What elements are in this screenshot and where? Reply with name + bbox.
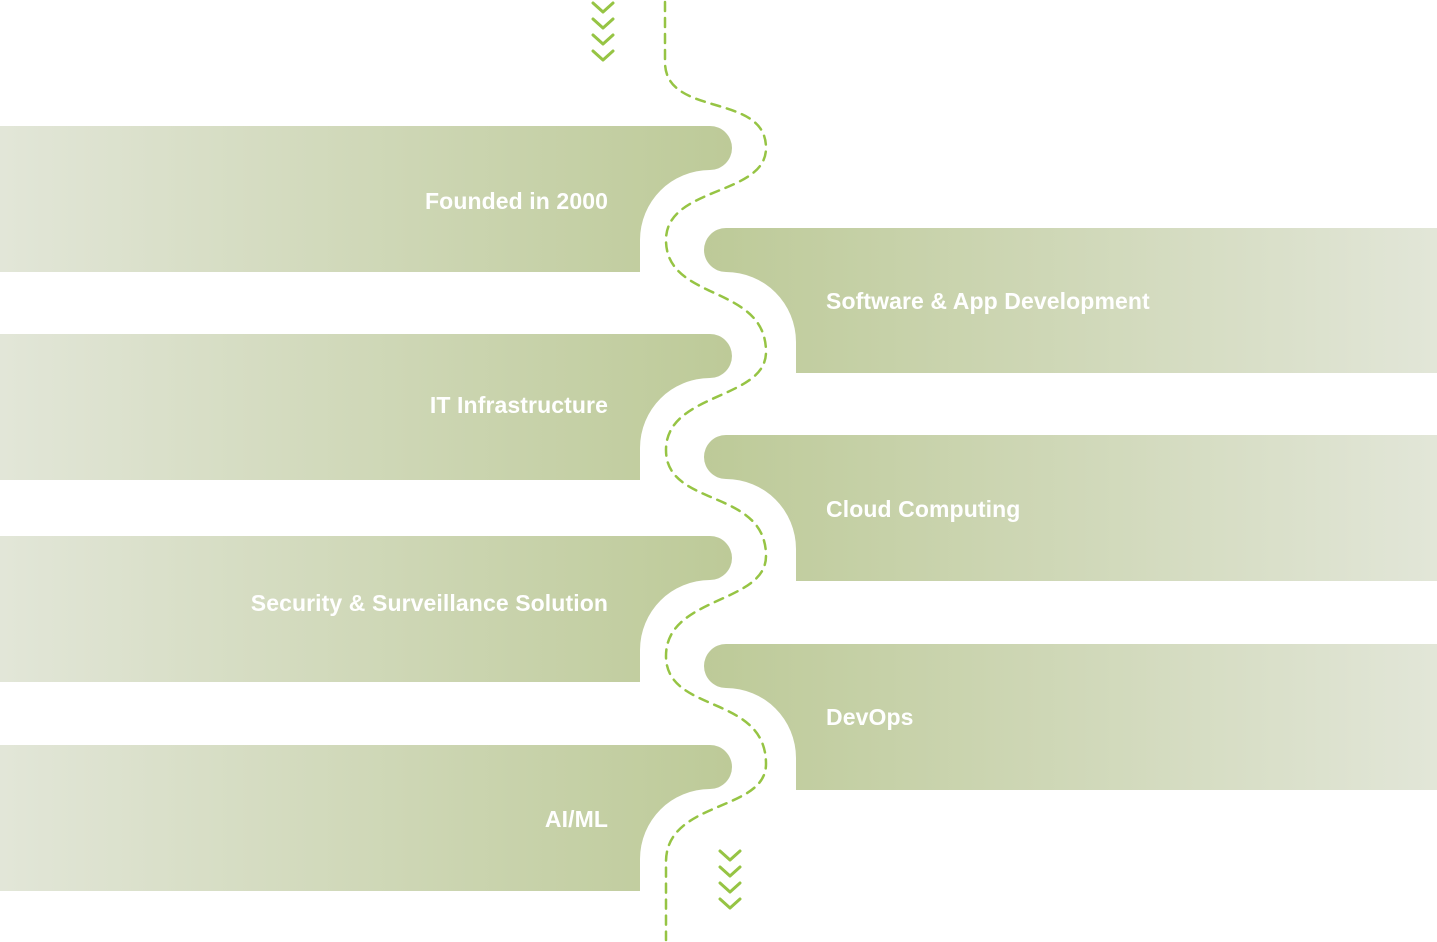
chevron-down-icon bbox=[718, 865, 742, 878]
band-left-1 bbox=[0, 126, 732, 272]
milestone-label-ai-ml: AI/ML bbox=[544, 806, 608, 832]
milestone-label-cloud: Cloud Computing bbox=[826, 496, 1021, 522]
bottom-arrows bbox=[718, 849, 742, 910]
milestone-label-security: Security & Surveillance Solution bbox=[250, 590, 608, 616]
chevron-down-icon bbox=[718, 849, 742, 862]
band-left-4 bbox=[0, 745, 732, 891]
chevron-down-icon bbox=[591, 33, 615, 46]
band-right-2 bbox=[704, 435, 1437, 581]
milestone-label-devops: DevOps bbox=[826, 704, 914, 730]
milestone-label-founded: Founded in 2000 bbox=[425, 188, 608, 214]
band-left-2 bbox=[0, 334, 732, 480]
top-arrows bbox=[591, 1, 615, 62]
chevron-down-icon bbox=[718, 881, 742, 894]
chevron-down-icon bbox=[591, 1, 615, 14]
chevron-down-icon bbox=[718, 897, 742, 910]
band-left-3 bbox=[0, 536, 732, 682]
milestone-label-software: Software & App Development bbox=[826, 288, 1150, 314]
milestone-label-it-infrastructure: IT Infrastructure bbox=[429, 392, 608, 418]
chevron-down-icon bbox=[591, 49, 615, 62]
chevron-down-icon bbox=[591, 17, 615, 30]
band-right-1 bbox=[704, 228, 1437, 373]
band-right-3 bbox=[704, 644, 1437, 790]
timeline-dashed-path bbox=[663, 0, 768, 942]
